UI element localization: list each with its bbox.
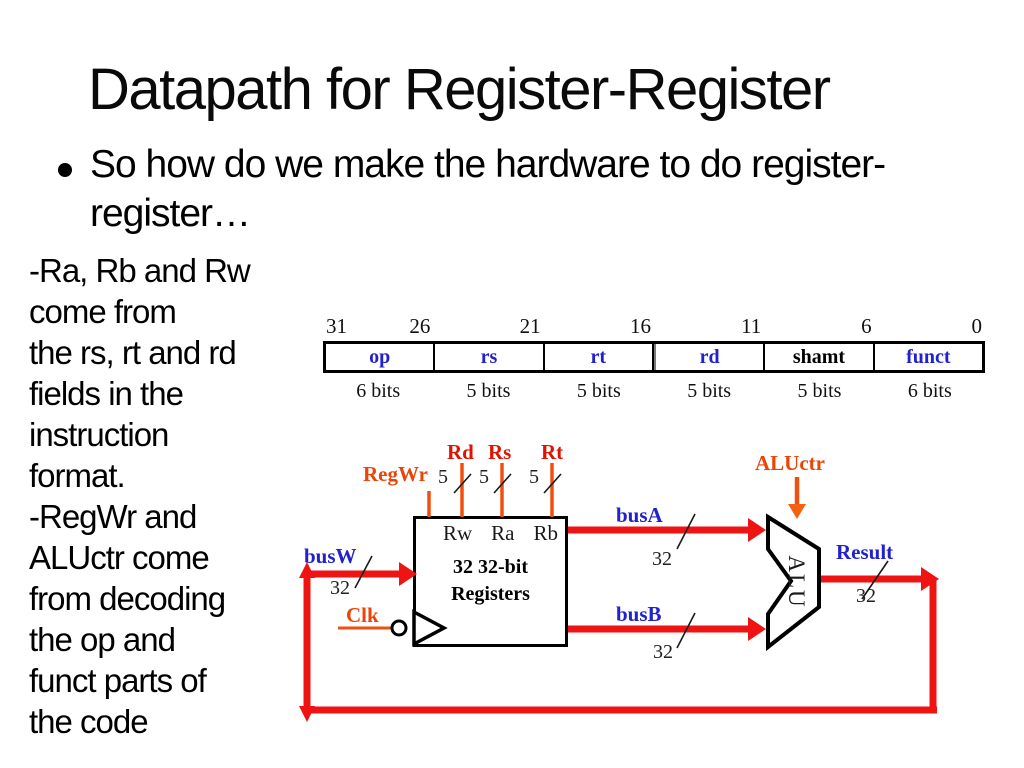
rt-width-5: 5 [529,466,539,488]
bit-seg: 31 26 [323,314,433,341]
clk-bubble-icon [390,619,408,637]
port-ra: Ra [491,521,515,545]
busw-width-32: 32 [330,577,350,599]
bullet-icon [58,163,72,177]
field-op: op [326,344,436,370]
bit-6: 6 [861,314,872,338]
rd-width-5: 5 [438,466,448,488]
bit-26: 26 [409,314,431,338]
result-label: Result [836,540,894,564]
slide-title: Datapath for Register-Register [88,57,831,122]
field-funct: funct [906,345,951,368]
busa-arrowhead-icon [748,518,766,542]
busa-width-32: 32 [652,548,672,570]
bit-21: 21 [519,314,541,338]
alu-shape [766,513,821,652]
rs-width-5: 5 [479,466,489,488]
register-file-name-line1: 32 32-bit [453,556,528,578]
bit-16: 16 [629,314,651,338]
bit-31: 31 [326,314,347,338]
bullet-text: So how do we make the hardware to do reg… [90,143,886,236]
busa-width-slash [676,513,696,550]
bit-0: 0 [971,314,982,338]
port-rb: Rb [533,521,558,545]
instruction-format-table: 31 26 21 16 11 6 0 op rs rt rd shamt fun… [323,314,985,403]
busw-width-slash [354,555,373,589]
busb-width-32: 32 [653,641,673,663]
busb-width-slash [676,612,696,649]
busa-label: busA [616,503,663,527]
busb-label: busB [616,602,662,626]
register-file-name: 32 32-bit Registers [416,554,565,608]
register-file-box: Rw Ra Rb 32 32-bit Registers [413,516,568,647]
field-rd: rd [653,344,766,370]
port-rw: Rw [443,521,473,545]
regwr-label: RegWr [363,462,428,486]
field-rt: rt [545,344,654,370]
result-width-32: 32 [856,585,876,607]
rs-label: Rs [488,440,512,464]
aluctr-arrowhead-icon [788,504,806,519]
width-rd: 5 bits [687,380,732,402]
rd-label: Rd [447,440,474,464]
register-file-name-line2: Registers [451,583,530,605]
rd-width-slash [453,473,472,494]
width-funct: 6 bits [907,380,952,402]
field-rs: rs [435,344,545,370]
width-rt: 5 bits [576,380,621,402]
bit-position-row: 31 26 21 16 11 6 0 [323,314,985,341]
field-shamt: shamt [765,344,875,370]
aluctr-label: ALUctr [755,451,825,475]
bit-11: 11 [741,314,762,338]
alu-text: ALU [784,555,809,608]
width-op: 6 bits [356,380,401,402]
width-shamt: 5 bits [797,380,842,402]
register-file-ports: Rw Ra Rb [416,519,565,546]
field-width-row: 6 bits 5 bits 5 bits 5 bits 5 bits 6 bit… [323,380,985,403]
clk-label: Clk [346,603,379,627]
busb-arrowhead-icon [748,617,766,641]
rs-width-slash [493,473,512,494]
field-row: op rs rt rd shamt funct [323,341,985,373]
rt-width-slash [543,473,562,494]
busw-label: busW [304,544,357,568]
side-note-text: -Ra, Rb and Rw come from the rs, rt and … [29,252,251,740]
rt-label: Rt [541,440,564,464]
width-rs: 5 bits [466,380,511,402]
result-arrowhead-icon [921,567,939,591]
